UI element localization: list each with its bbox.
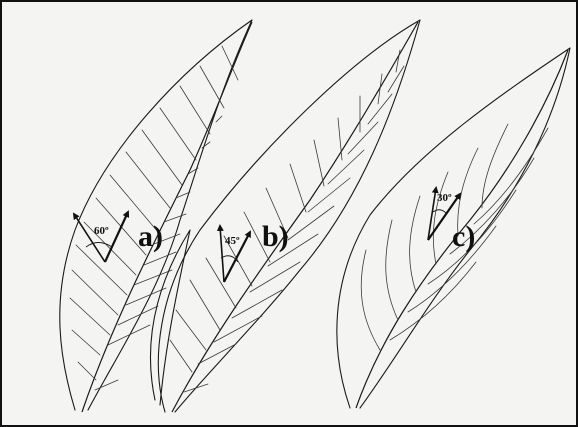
leaf-a-panel-label: a): [138, 220, 163, 253]
leaf-c-angle-label: 30º: [437, 192, 452, 204]
leaf-a-veins: [70, 46, 238, 390]
leaf-a-vein-arrow: [74, 214, 105, 262]
leaf-b-angle-label: 45º: [225, 235, 240, 247]
leaf-c-angle-arc: [433, 210, 446, 213]
leaf-b-panel-label: b): [262, 220, 289, 253]
leaf-a-angle-label: 60º: [94, 225, 109, 237]
leaf-a: 60º a): [60, 20, 252, 412]
leaf-a-midrib-arrow: [105, 212, 128, 262]
leaf-b-vein-arrow: [220, 226, 224, 282]
leaf-c-vein-arrow: [428, 188, 436, 240]
leaf-a-outline: [60, 20, 252, 410]
leaf-c-panel-label: c): [452, 220, 475, 253]
leaf-b-inner-outline: [150, 230, 190, 405]
leaf-b-outline: [158, 20, 420, 412]
